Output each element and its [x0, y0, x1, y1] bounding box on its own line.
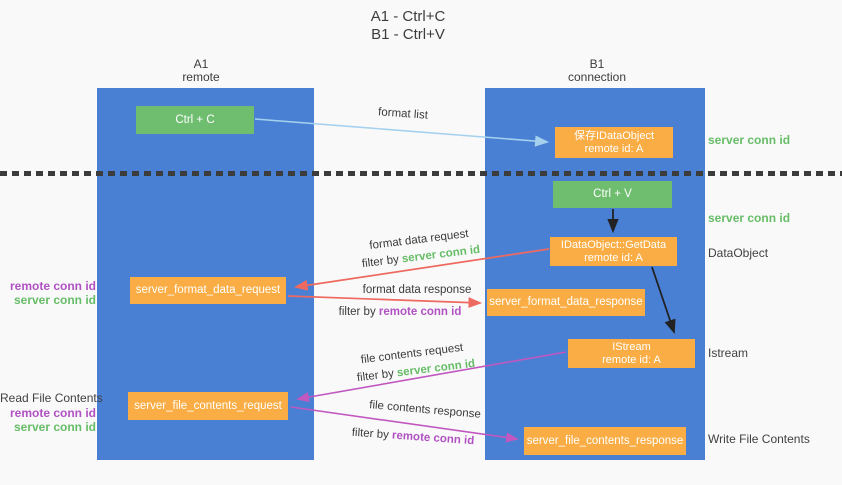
server-conn-id-text: server conn id: [396, 357, 476, 380]
filter-by-text: filter by: [351, 426, 390, 442]
istream-side-label: Istream: [708, 346, 749, 360]
node-save-idataobject-line1: 保存IDataObject: [573, 129, 655, 142]
lifeline-b1-role: connection: [567, 70, 627, 84]
write-file-contents-label: Write File Contents: [708, 432, 810, 446]
node-server-file-contents-response: server_file_contents_response: [524, 427, 686, 455]
node-ctrl-c: Ctrl + C: [136, 106, 254, 134]
node-istream: IStream remote id: A: [568, 339, 695, 368]
server-conn-id-side-label-2: server conn id: [13, 420, 96, 434]
lifeline-b1-name: B1: [589, 57, 605, 71]
read-file-contents-label: Read File Contents: [0, 391, 103, 405]
node-idataobject-getdata: IDataObject::GetData remote id: A: [550, 237, 677, 266]
node-server-file-contents-request: server_file_contents_request: [128, 392, 288, 420]
file-contents-response-label: file contents response: [368, 399, 482, 421]
node-server-file-contents-request-label: server_file_contents_request: [134, 399, 282, 412]
node-save-idataobject: 保存IDataObject remote id: A: [555, 127, 673, 158]
remote-conn-id-side-label-2: remote conn id: [9, 406, 96, 420]
format-data-response-filter-label: filter by remote conn id: [339, 306, 462, 318]
server-conn-id-side-label-mid: server conn id: [708, 211, 791, 225]
remote-conn-id-side-label-1: remote conn id: [9, 279, 96, 293]
node-server-format-data-request-label: server_format_data_request: [135, 284, 281, 296]
node-getdata-line1: IDataObject::GetData: [560, 238, 667, 251]
node-server-format-data-response-label: server_format_data_response: [489, 296, 643, 308]
title-line-2: B1 - Ctrl+V: [371, 26, 445, 43]
node-ctrl-v: Ctrl + V: [553, 181, 672, 208]
server-conn-id-text: server conn id: [401, 243, 481, 266]
node-ctrl-c-label: Ctrl + C: [175, 113, 215, 126]
node-istream-line1: IStream: [612, 340, 651, 353]
node-server-format-data-response: server_format_data_response: [487, 289, 645, 316]
node-server-format-data-request: server_format_data_request: [130, 277, 286, 304]
file-contents-response-filter-label: filter by remote conn id: [351, 427, 474, 448]
node-istream-line2: remote id: A: [602, 353, 661, 366]
node-save-idataobject-line2: remote id: A: [584, 142, 644, 155]
dataobject-side-label: DataObject: [708, 246, 769, 260]
server-conn-id-side-label-1: server conn id: [13, 293, 96, 307]
format-data-response-label: format data response: [362, 284, 472, 296]
server-conn-id-side-label-top: server conn id: [708, 133, 791, 147]
remote-conn-id-text: remote conn id: [378, 306, 462, 318]
filter-by-text: filter by: [356, 367, 395, 385]
lifeline-header-a1: A1 remote: [151, 58, 251, 84]
diagram-title: A1 - Ctrl+C B1 - Ctrl+V: [308, 8, 508, 44]
filter-by-text: filter by: [338, 306, 376, 318]
node-ctrl-v-label: Ctrl + V: [593, 188, 632, 200]
lifeline-a1-name: A1: [193, 57, 209, 71]
lifeline-header-b1: B1 connection: [547, 58, 647, 84]
format-data-response-arrow: [287, 295, 483, 309]
format-list-label: format list: [377, 106, 429, 122]
node-server-file-contents-response-label: server_file_contents_response: [526, 434, 684, 447]
lifeline-a1-role: remote: [182, 70, 220, 84]
dotted-separator-line: [0, 171, 842, 176]
remote-conn-id-text: remote conn id: [391, 429, 475, 448]
title-line-1: A1 - Ctrl+C: [370, 8, 446, 25]
filter-by-text: filter by: [361, 253, 400, 271]
node-getdata-line2: remote id: A: [584, 251, 643, 264]
